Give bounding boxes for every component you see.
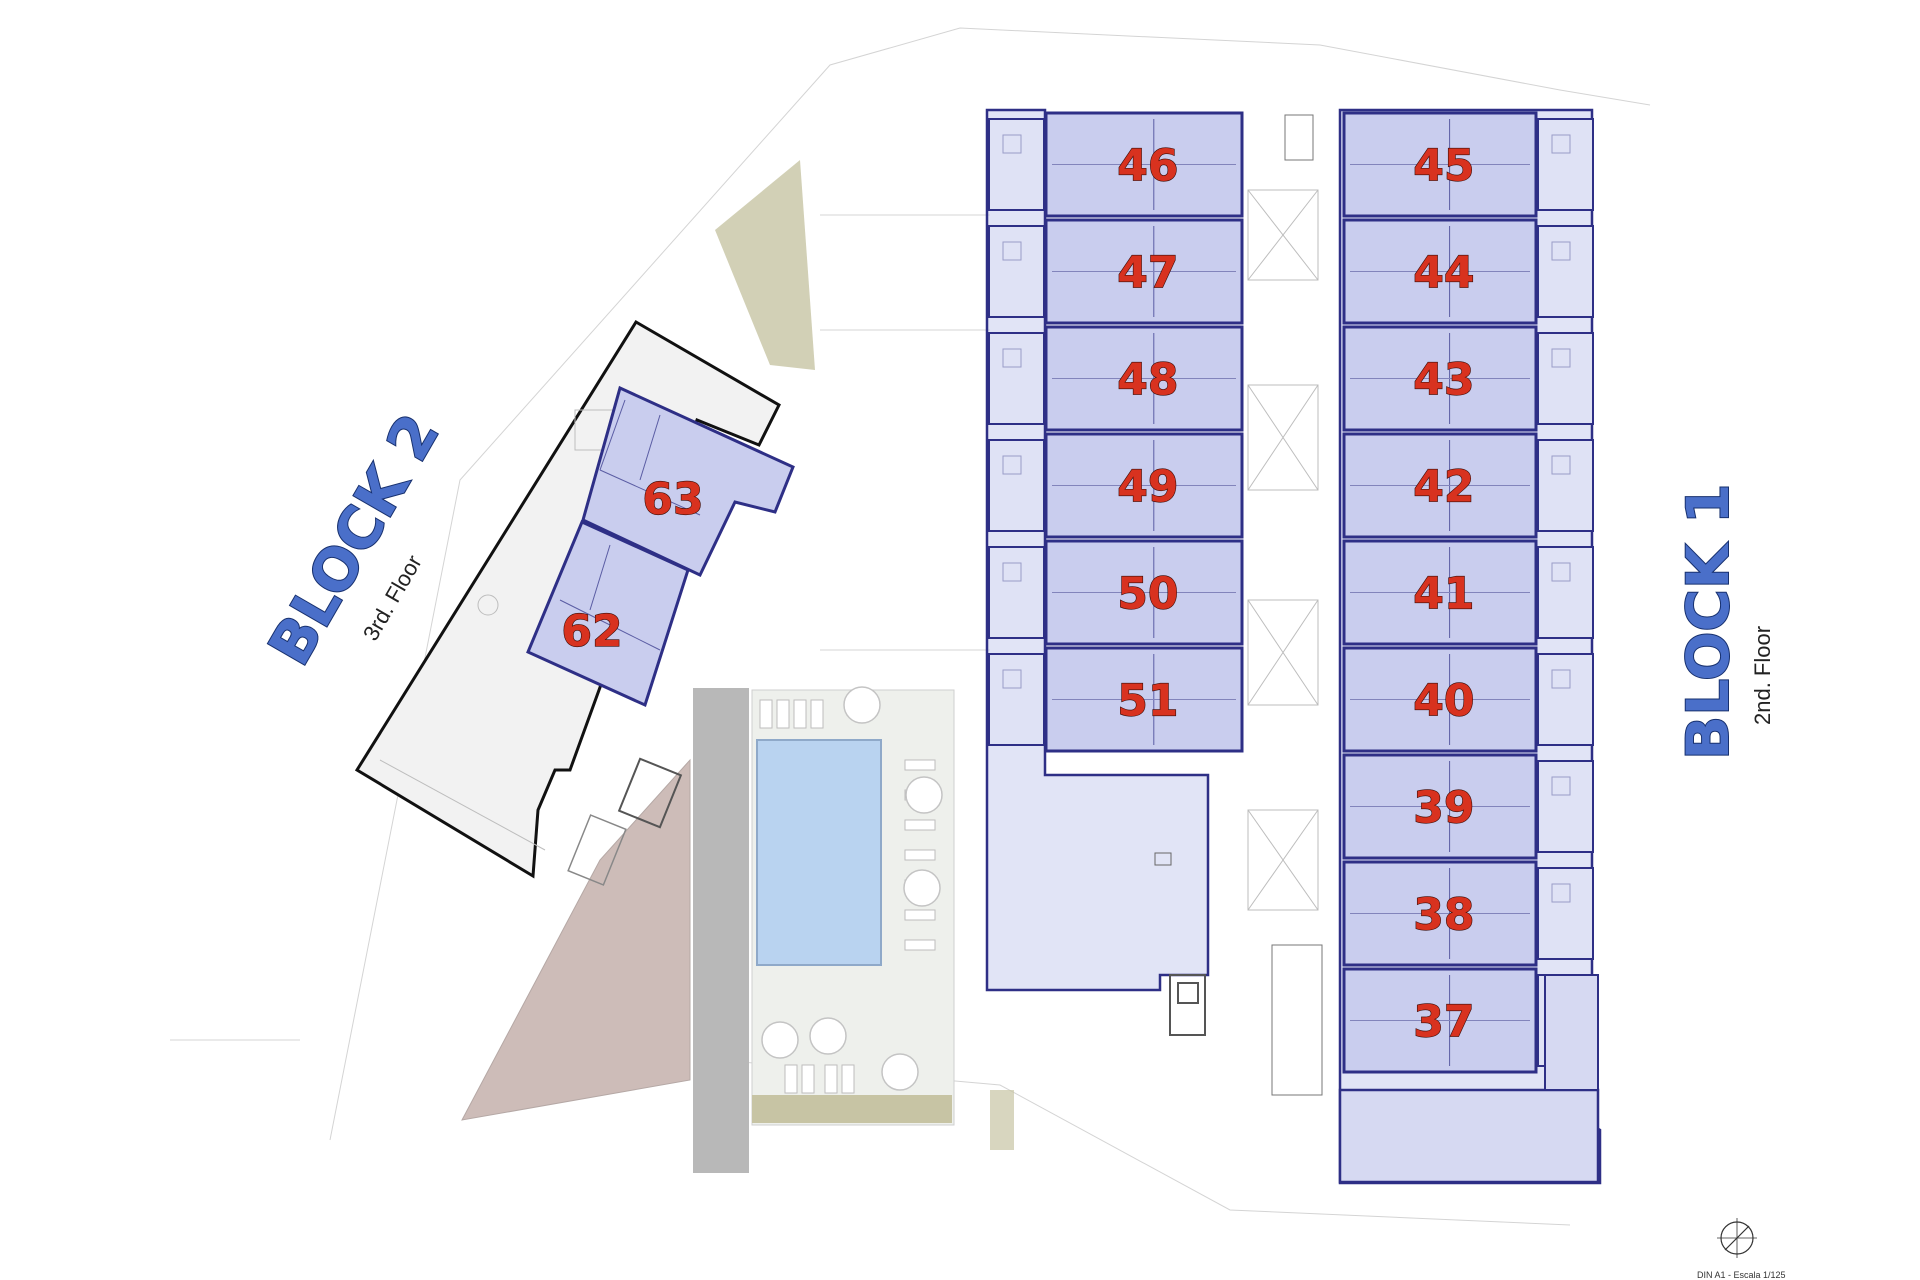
- unit-number-43: 43: [1413, 355, 1474, 406]
- unit-number-51: 51: [1117, 676, 1178, 727]
- balcony: [988, 332, 1045, 425]
- terrain-patch-small: [990, 1090, 1014, 1150]
- block-2-title: BLOCK 2: [255, 403, 452, 676]
- unit-number-40: 40: [1413, 676, 1474, 727]
- lift-core-left: [1169, 974, 1206, 1036]
- unit-number-48: 48: [1117, 355, 1178, 406]
- south-terrace: [1544, 974, 1599, 1091]
- unit-number-38: 38: [1413, 890, 1474, 941]
- block-1-right: 45 44 43 42 41 40 39 38 37: [1338, 108, 1602, 1185]
- terrace-table-icon: [1551, 562, 1571, 582]
- unit-number-46: 46: [1117, 141, 1178, 192]
- umbrellas: [761, 686, 943, 1091]
- common-area-left: [461, 757, 691, 1121]
- balcony: [988, 118, 1045, 211]
- terrace-table-icon: [1551, 241, 1571, 261]
- balcony: [1537, 653, 1594, 746]
- balcony: [1537, 760, 1594, 853]
- garden-strip: [752, 1095, 952, 1123]
- balcony: [1537, 867, 1594, 960]
- room-label-box: [1154, 852, 1172, 866]
- terrace-table-icon: [1551, 134, 1571, 154]
- terrace-table-icon: [1551, 669, 1571, 689]
- balcony: [1537, 225, 1594, 318]
- unit-number-49: 49: [1117, 462, 1178, 513]
- terrace-table-icon: [1002, 134, 1022, 154]
- scale-label: DIN A1 - Escala 1/125: [1697, 1270, 1786, 1280]
- terrace-table-icon: [1551, 455, 1571, 475]
- unit-number-50: 50: [1117, 569, 1178, 620]
- terrace-table-icon: [1551, 883, 1571, 903]
- pool: [756, 739, 882, 966]
- unit-number-63: 63: [642, 474, 703, 525]
- terrain-patch: [715, 160, 815, 370]
- unit-number-47: 47: [1117, 248, 1178, 299]
- stair-core: [567, 814, 627, 886]
- unit-62: [526, 519, 690, 708]
- left-balconies: [988, 118, 1045, 746]
- pool-area: [693, 686, 955, 1173]
- terrace-table-icon: [1551, 348, 1571, 368]
- balcony: [1537, 439, 1594, 532]
- paved-plaza: [461, 758, 691, 1121]
- unit-number-42: 42: [1413, 462, 1474, 513]
- block-1-floor: 2nd. Floor: [1750, 626, 1775, 725]
- unit-number-62: 62: [561, 606, 622, 657]
- balcony: [1537, 118, 1594, 211]
- terrace-table-icon: [1002, 669, 1022, 689]
- terrace-table-icon: [1002, 241, 1022, 261]
- balcony: [988, 439, 1045, 532]
- north-arrow-icon: [1717, 1218, 1757, 1258]
- unit-number-37: 37: [1413, 997, 1474, 1048]
- balcony: [988, 225, 1045, 318]
- block-2-interior-walls: [559, 399, 701, 651]
- right-units: 45 44 43 42 41 40 39 38 37: [1342, 111, 1538, 1074]
- sunbeds: [759, 699, 936, 1094]
- block-1-label: BLOCK 1 2nd. Floor: [1673, 483, 1775, 761]
- balcony: [988, 546, 1045, 639]
- block-2: [354, 319, 795, 879]
- block-1-title: BLOCK 1: [1674, 484, 1742, 760]
- lift-core: [617, 757, 683, 829]
- parking-area: [1338, 1088, 1600, 1184]
- balcony: [1537, 546, 1594, 639]
- terrace-table-icon: [1002, 562, 1022, 582]
- walkway: [693, 688, 749, 1173]
- unit-number-39: 39: [1413, 783, 1474, 834]
- unit-number-44: 44: [1413, 248, 1474, 299]
- right-balconies: [1537, 118, 1594, 1067]
- balcony: [988, 653, 1045, 746]
- balcony: [1537, 332, 1594, 425]
- unit-63: [581, 385, 795, 577]
- block-1-left: 46 47 48 49 50 51: [985, 108, 1244, 1036]
- unit-number-41: 41: [1413, 569, 1474, 620]
- terrace-table-icon: [1002, 348, 1022, 368]
- left-units: 46 47 48 49 50 51: [1044, 111, 1244, 753]
- central-corridor: [1247, 114, 1323, 1096]
- unit-number-45: 45: [1413, 141, 1474, 192]
- terrace-table-icon: [1002, 455, 1022, 475]
- terrace-table-icon: [1551, 776, 1571, 796]
